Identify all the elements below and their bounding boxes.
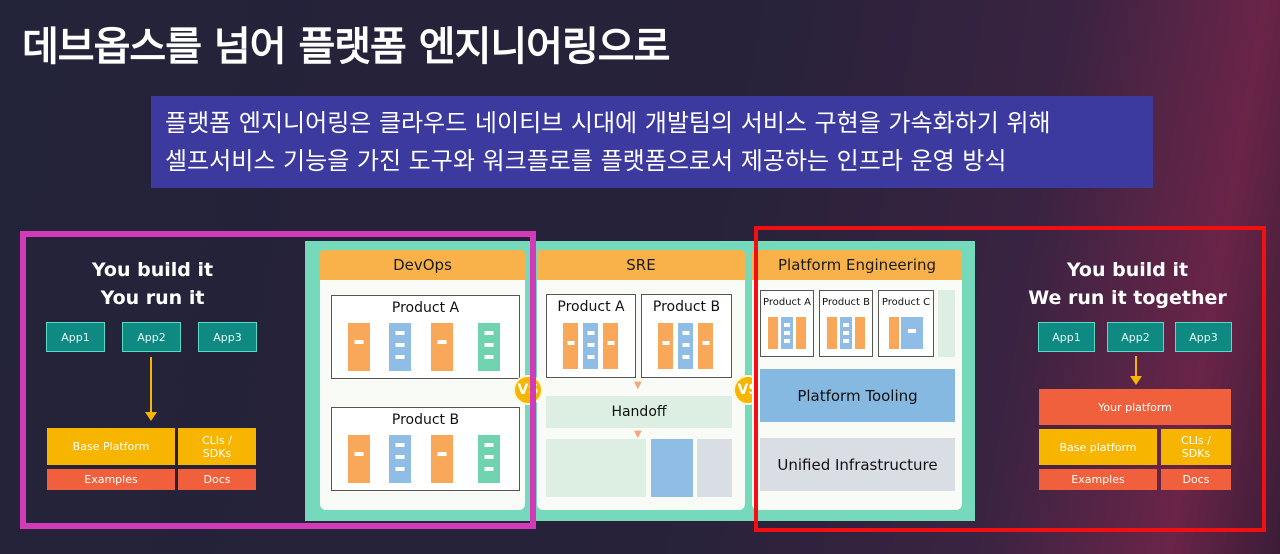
subtitle-box: 플랫폼 엔지니어링은 클라우드 네이티브 시대에 개발팀의 서비스 구현을 가속… xyxy=(151,96,1153,188)
platform-extra-block xyxy=(938,290,955,357)
platform-product-a-card: Product A xyxy=(760,290,814,357)
left-clis: CLIs / SDKs xyxy=(178,428,256,465)
bar xyxy=(478,323,500,371)
bar xyxy=(583,323,598,369)
sre-block-gray xyxy=(697,439,732,497)
devops-product-b-title: Product B xyxy=(391,412,460,428)
left-docs: Docs xyxy=(178,469,256,490)
left-heading-line2: You run it xyxy=(100,287,205,309)
sre-block-blue xyxy=(651,439,693,497)
bar xyxy=(603,323,618,369)
bar xyxy=(781,317,793,349)
left-base-platform: Base Platform xyxy=(47,428,175,465)
unified-infrastructure: Unified Infrastructure xyxy=(760,438,955,491)
vs-badge-1: VS xyxy=(513,375,543,405)
bar xyxy=(563,323,578,369)
right-app1: App1 xyxy=(1038,322,1095,352)
sre-down-arrow-icon-2: ▼ xyxy=(634,429,642,440)
devops-product-a-card: Product A xyxy=(331,295,520,379)
subtitle-line-2: 셀프서비스 기능을 가진 도구와 워크플로를 플랫폼으로서 제공하는 인프라 운… xyxy=(165,147,1007,175)
bar xyxy=(678,323,693,369)
platform-product-c-card: Product C xyxy=(878,290,934,357)
bar xyxy=(901,317,923,349)
left-app3: App3 xyxy=(198,322,257,352)
bar xyxy=(827,317,837,349)
bar xyxy=(348,435,370,483)
bar xyxy=(431,323,453,371)
bar xyxy=(389,435,411,483)
bar xyxy=(389,323,411,371)
subtitle-line-1: 플랫폼 엔지니어링은 클라우드 네이티브 시대에 개발팀의 서비스 구현을 가속… xyxy=(165,109,1051,137)
platform-tooling: Platform Tooling xyxy=(760,369,955,422)
bar xyxy=(889,317,899,349)
right-clis: CLIs / SDKs xyxy=(1161,429,1231,465)
bar xyxy=(348,323,370,371)
bar xyxy=(431,435,453,483)
bar xyxy=(768,317,778,349)
right-arrow-head xyxy=(1130,376,1142,385)
right-arrow-line xyxy=(1135,356,1137,376)
sre-product-a-card: Product A xyxy=(546,294,636,378)
bar xyxy=(658,323,673,369)
left-app2: App2 xyxy=(122,322,181,352)
right-app3: App3 xyxy=(1175,322,1232,352)
bar xyxy=(840,317,852,349)
right-app2: App2 xyxy=(1107,322,1164,352)
bar xyxy=(855,317,865,349)
bar xyxy=(478,435,500,483)
platform-header: Platform Engineering xyxy=(752,250,962,280)
platform-product-a-title: Product A xyxy=(763,297,811,308)
left-heading: You build it You run it xyxy=(40,256,265,312)
sre-product-b-card: Product B xyxy=(641,294,732,378)
sre-down-arrow-icon: ▼ xyxy=(634,380,642,391)
right-docs: Docs xyxy=(1161,469,1231,490)
devops-product-a-title: Product A xyxy=(391,300,460,316)
platform-product-b-card: Product B xyxy=(819,290,873,357)
left-arrow-line xyxy=(150,357,152,413)
devops-product-b-card: Product B xyxy=(331,407,520,491)
bar xyxy=(796,317,806,349)
bar xyxy=(698,323,713,369)
left-heading-line1: You build it xyxy=(91,259,214,281)
platform-product-b-title: Product B xyxy=(821,297,870,308)
sre-header: SRE xyxy=(537,250,745,280)
sre-product-b-title: Product B xyxy=(652,299,721,315)
left-app1: App1 xyxy=(46,322,105,352)
right-heading: You build it We run it together xyxy=(1015,256,1240,312)
left-arrow-head xyxy=(145,412,157,421)
right-base-platform: Base platform xyxy=(1039,429,1157,465)
highlight-frame-red xyxy=(754,226,1266,532)
right-heading-line2: We run it together xyxy=(1028,287,1227,309)
sre-handoff: Handoff xyxy=(546,396,732,428)
platform-product-c-title: Product C xyxy=(881,297,931,308)
left-examples: Examples xyxy=(47,469,175,490)
right-examples: Examples xyxy=(1039,469,1157,490)
right-your-platform: Your platform xyxy=(1039,389,1231,425)
devops-header: DevOps xyxy=(320,250,525,280)
right-heading-line1: You build it xyxy=(1066,259,1189,281)
page-title: 데브옵스를 넘어 플랫폼 엔지니어링으로 xyxy=(22,24,670,70)
sre-product-a-title: Product A xyxy=(557,299,625,315)
sre-block-green xyxy=(546,439,646,497)
highlight-frame-magenta xyxy=(20,231,536,529)
